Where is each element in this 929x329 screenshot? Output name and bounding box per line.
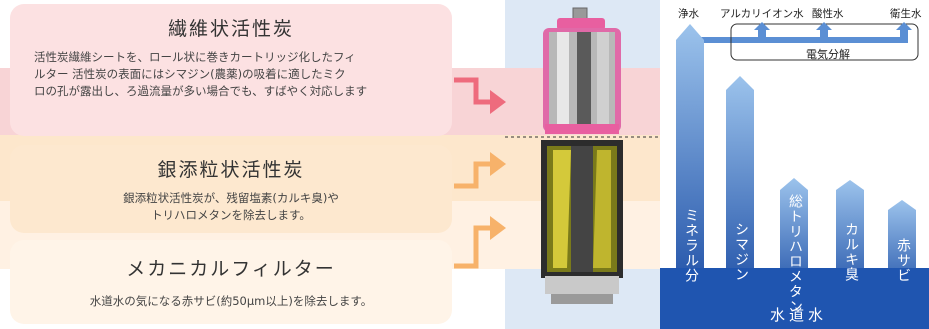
card-mechanical-filter: メカニカルフィルター 水道水の気になる赤サビ(約50μm以上)を除去します。 (10, 240, 452, 324)
card-silver-carbon: 銀添粒状活性炭 銀添粒状活性炭が、残留塩素(カルキ臭)や トリハロメタンを除去し… (10, 145, 452, 233)
label-alkaline-water: アルカリイオン水 (720, 8, 804, 20)
card-description: 活性炭繊維シートを、ロール状に巻きカートリッジ化したフィ ルター 活性炭の表面に… (34, 50, 368, 98)
card-title: メカニカルフィルター (126, 258, 336, 280)
label-tap-water: 水道水 (770, 306, 828, 324)
label-sanitary-water: 衛生水 (890, 8, 922, 20)
card-fiber-carbon: 繊維状活性炭 活性炭繊維シートを、ロール状に巻きカートリッジ化したフィ ルター … (10, 4, 452, 136)
water-chart: 浄水 アルカリイオン水 酸性水 衛生水 電気分解 ミネラル分 シマジン 総トリハ… (660, 0, 929, 329)
card-description: 銀添粒状活性炭が、残留塩素(カルキ臭)や トリハロメタンを除去します。 (123, 191, 339, 222)
bar-label-trihalomethane: 総トリハロメタン (787, 194, 803, 314)
label-acidic-water: 酸性水 (812, 8, 844, 20)
card-description: 水道水の気になる赤サビ(約50μm以上)を除去します。 (89, 294, 373, 308)
label-purified-water: 浄水 (678, 8, 699, 20)
label-electrolysis: 電気分解 (806, 48, 850, 61)
arrow-orange-icon (454, 152, 506, 189)
bar-label-simazine: シマジン (733, 222, 749, 282)
card-title: 繊維状活性炭 (167, 18, 294, 40)
arrow-orange-lower-icon (454, 216, 506, 269)
bar-label-minerals: ミネラル分 (683, 208, 699, 283)
cartridge-illustration (505, 0, 660, 329)
card-title: 銀添粒状活性炭 (157, 159, 305, 181)
bar-label-red-rust: 赤サビ (895, 238, 911, 283)
bar-label-chlorine-odor: カルキ臭 (843, 222, 859, 282)
arrow-pink-icon (454, 77, 506, 114)
